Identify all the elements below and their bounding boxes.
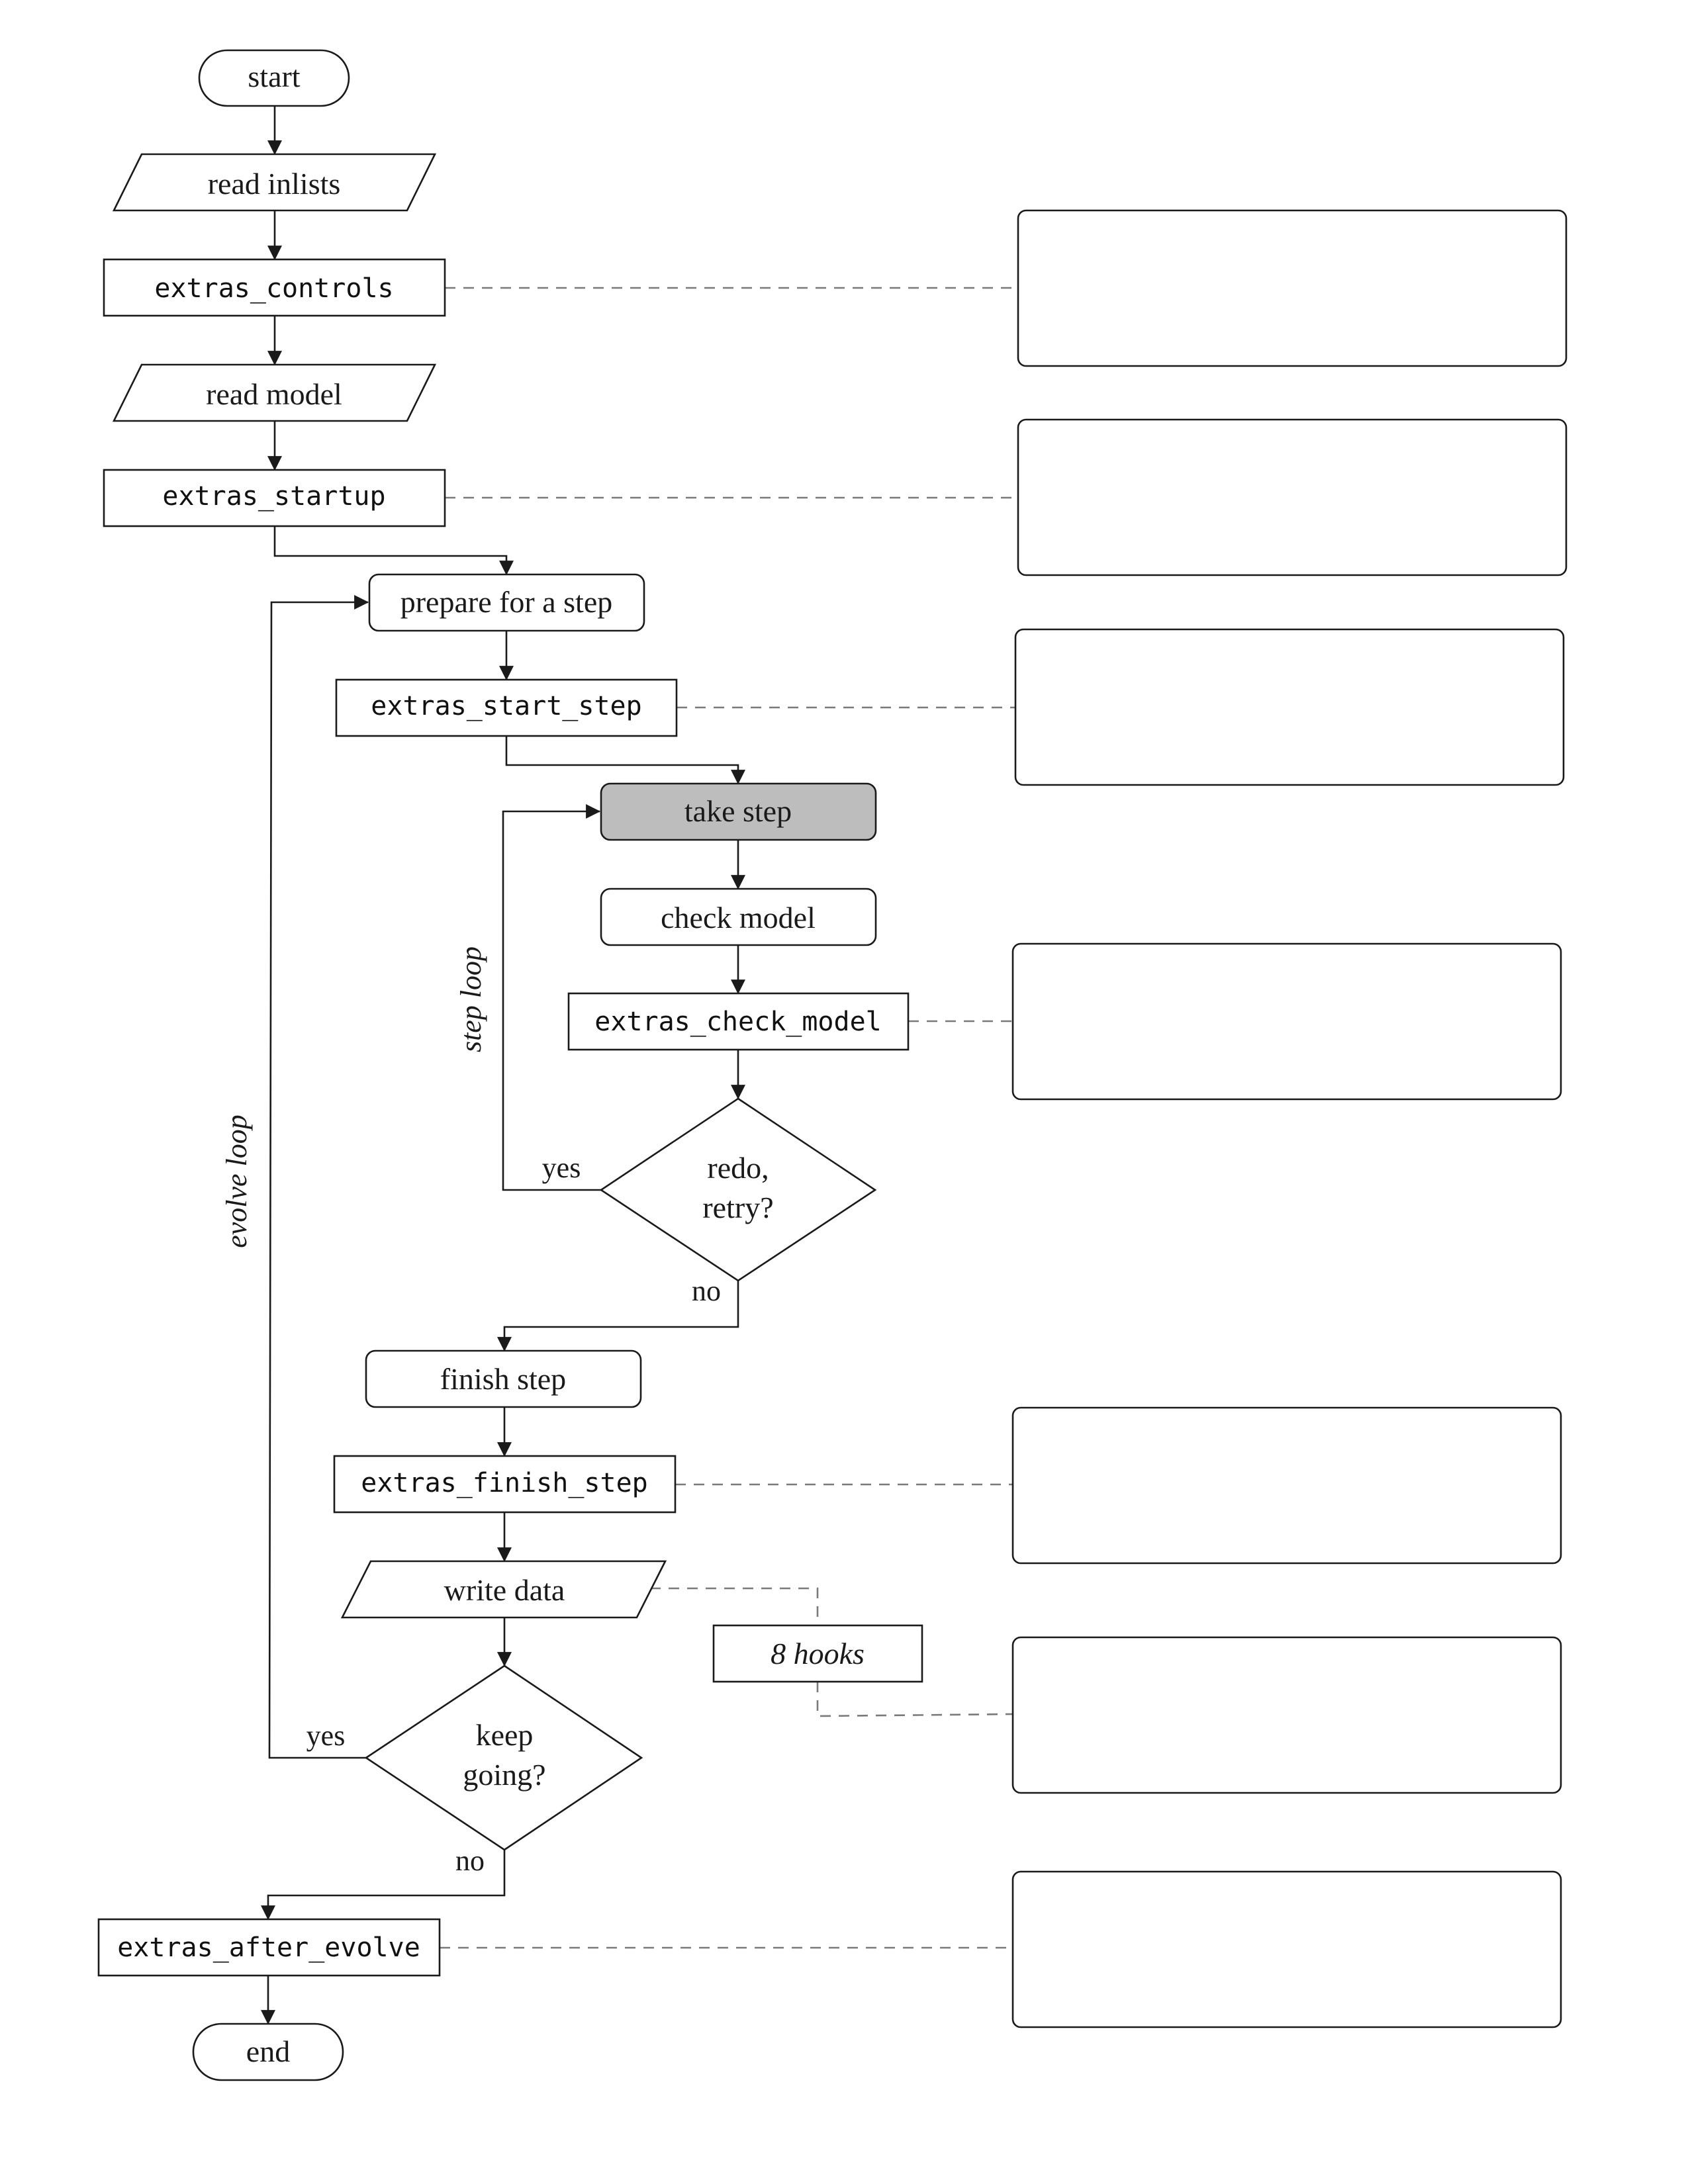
node-read-inlists-label: read inlists <box>208 167 341 201</box>
hook-connectors <box>440 287 1018 1949</box>
edge-redo-no-to-finish-step <box>497 1281 739 1352</box>
label-step-loop: step loop <box>455 946 487 1052</box>
node-write-data: write data <box>340 1560 667 1619</box>
node-8-hooks-label: 8 hooks <box>771 1637 865 1670</box>
node-extras-after-evolve: extras_after_evolve <box>97 1918 441 1977</box>
decision-keep-line1: keep <box>476 1718 534 1752</box>
node-take-step: take step <box>600 782 877 841</box>
edge-labels: yes no yes no step loop evolve loop <box>220 946 721 1877</box>
node-extras-after-evolve-label: extras_after_evolve <box>117 1933 420 1963</box>
edge-keep-no-to-after-evolve <box>261 1850 506 1921</box>
node-end-label: end <box>246 2034 290 2068</box>
edge-step-loop-yes <box>502 804 601 1191</box>
node-extras-startup-label: extras_startup <box>162 481 385 512</box>
label-evolve-loop: evolve loop <box>220 1115 253 1248</box>
edge-evolve-loop-yes <box>268 595 369 1759</box>
node-write-data-label: write data <box>444 1573 565 1607</box>
connector-write-data-to-hooks <box>650 1587 819 1625</box>
node-extras-start-step-label: extras_start_step <box>371 691 641 721</box>
node-check-model: check model <box>600 887 877 946</box>
node-end: end <box>192 2023 344 2081</box>
node-read-model: read model <box>112 363 437 422</box>
decision-keep-line2: going? <box>463 1758 545 1792</box>
note-box-extras-finish-step <box>1011 1406 1562 1565</box>
edges <box>261 106 745 2025</box>
node-8-hooks: 8 hooks <box>712 1624 923 1683</box>
decision-redo-retry: redo, retry? <box>599 1097 877 1282</box>
node-prepare-step-label: prepare for a step <box>400 585 613 619</box>
node-extras-startup: extras_startup <box>103 469 446 527</box>
node-check-model-label: check model <box>661 901 816 934</box>
node-extras-start-step: extras_start_step <box>335 678 678 737</box>
decision-redo-line2: retry? <box>702 1191 773 1224</box>
decision-redo-line1: redo, <box>707 1151 769 1185</box>
edge-extras-startup-to-prepare <box>273 526 514 576</box>
node-start-label: start <box>248 60 300 93</box>
node-take-step-label: take step <box>684 794 792 828</box>
node-read-inlists: read inlists <box>112 153 437 212</box>
node-finish-step-label: finish step <box>440 1362 566 1396</box>
node-prepare-step: prepare for a step <box>368 573 645 632</box>
node-extras-check-model: extras_check_model <box>567 992 910 1051</box>
note-box-extras-check-model <box>1011 942 1562 1101</box>
hook-description-boxes <box>1011 209 1568 2028</box>
node-read-model-label: read model <box>206 377 342 411</box>
note-box-extras-start-step <box>1014 628 1565 786</box>
connector-hooks-to-box <box>816 1682 1013 1717</box>
node-extras-controls-label: extras_controls <box>154 273 393 304</box>
node-extras-controls: extras_controls <box>103 258 446 317</box>
label-no-redo: no <box>692 1275 721 1307</box>
edge-extras-start-step-to-take-step <box>505 736 745 785</box>
note-box-extras-controls <box>1017 209 1568 367</box>
take-step-box <box>600 782 877 841</box>
node-start: start <box>198 49 350 107</box>
note-box-data-hooks <box>1011 1636 1562 1794</box>
label-yes-redo: yes <box>542 1152 581 1184</box>
node-extras-check-model-label: extras_check_model <box>594 1007 881 1037</box>
label-no-keep: no <box>455 1844 485 1877</box>
note-box-extras-startup <box>1017 418 1568 576</box>
node-finish-step: finish step <box>365 1349 642 1408</box>
label-yes-keep: yes <box>306 1719 346 1752</box>
decision-keep-going: keep going? <box>364 1664 643 1851</box>
node-extras-finish-step: extras_finish_step <box>333 1455 677 1514</box>
note-box-extras-after-evolve <box>1011 1870 1562 2028</box>
node-extras-finish-step-label: extras_finish_step <box>361 1468 647 1498</box>
